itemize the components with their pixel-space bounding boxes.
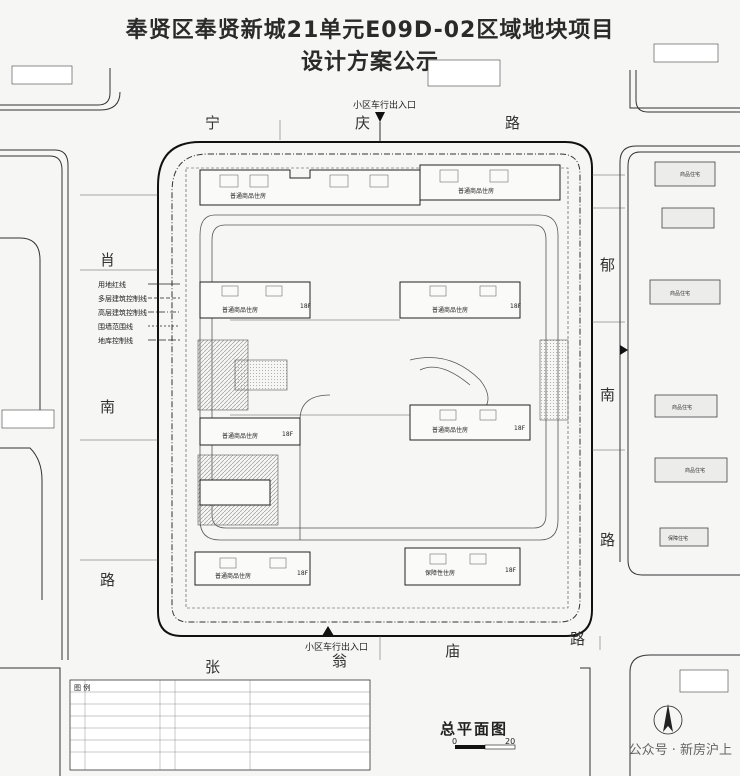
- scale-label-20: 20: [505, 737, 515, 746]
- legend-item-1: 用地红线: [98, 280, 126, 289]
- road-south-2: 翁: [332, 652, 347, 670]
- watermark: 公众号 · 新房沪上: [628, 743, 732, 758]
- east-label-2: 商品住宅: [670, 290, 690, 297]
- building-floors-3: 18F: [300, 303, 312, 310]
- building-north-1: [199, 169, 421, 206]
- road-west-2: 南: [100, 398, 115, 416]
- east-arrow-icon: [620, 345, 628, 355]
- building-floors-7: 18F: [297, 570, 309, 577]
- building-north-2: [419, 164, 561, 201]
- title-line-2: 设计方案公示: [300, 50, 439, 75]
- buildings: [194, 164, 561, 586]
- hatched-areas: [197, 339, 569, 526]
- road-north-1: 宁: [205, 114, 220, 132]
- building-floors-4: 18F: [510, 303, 522, 310]
- building-label-1: 普通商品住房: [230, 192, 266, 200]
- scale-label-0: 0: [452, 737, 457, 746]
- surrounding-parcels: [0, 68, 740, 776]
- building-floors-6: 18F: [514, 425, 526, 432]
- north-entrance-marker: [375, 112, 385, 142]
- road-west-3: 路: [100, 571, 115, 589]
- building-floors-8: 18F: [505, 567, 517, 574]
- building-south-1: [194, 551, 311, 586]
- title-line-1: 奉贤区奉贤新城21单元E09D-02区域地块项目: [125, 18, 615, 43]
- road-south-3: 庙: [445, 642, 460, 660]
- building-label-5: 普通商品住房: [222, 432, 258, 440]
- building-west-3: [199, 479, 271, 506]
- road-east-1: 郁: [600, 256, 615, 274]
- south-entrance-label: 小区车行出入口: [305, 641, 368, 653]
- building-label-6: 普通商品住房: [432, 426, 468, 434]
- building-mid-west-1: [199, 281, 311, 319]
- east-label-1: 商品住宅: [680, 171, 700, 178]
- scale-bar: [455, 744, 516, 750]
- road-west-1: 肖: [100, 251, 115, 269]
- road-north-2: 庆: [355, 114, 370, 132]
- legend-leaders: [148, 283, 180, 341]
- building-label-7: 普通商品住房: [215, 572, 251, 580]
- legend-item-3: 高层建筑控制线: [98, 308, 147, 317]
- east-label-3: 商品住宅: [672, 404, 692, 411]
- building-label-4: 普通商品住房: [432, 306, 468, 314]
- plan-title: 总平面图: [440, 720, 509, 738]
- building-east-2: [409, 404, 531, 441]
- east-label-5: 保障住宅: [668, 535, 688, 542]
- legend-item-2: 多层建筑控制线: [98, 294, 147, 303]
- building-details: [219, 169, 509, 569]
- building-floors-5: 18F: [282, 431, 294, 438]
- building-label-2: 普通商品住房: [458, 187, 494, 195]
- road-east-2: 南: [600, 386, 615, 404]
- building-label-8: 保障性住房: [425, 569, 455, 577]
- north-entrance-label: 小区车行出入口: [353, 99, 416, 111]
- road-south-1: 张: [205, 658, 220, 676]
- south-entrance-marker: [322, 626, 334, 636]
- road-north-3: 路: [505, 114, 520, 132]
- reference-tables: [1, 43, 729, 693]
- east-neighbour-buildings: [649, 161, 728, 547]
- site-boundary: [157, 141, 593, 637]
- legend-box-title: 图 例: [74, 683, 90, 692]
- road-south-4: 路: [570, 630, 585, 648]
- north-arrow-icon: [653, 704, 683, 735]
- legend-item-4: 围墙范围线: [98, 322, 133, 331]
- building-south-2: [404, 547, 521, 586]
- east-label-4: 商品住宅: [685, 467, 705, 474]
- building-label-3: 普通商品住房: [222, 306, 258, 314]
- legend-item-5: 地库控制线: [98, 336, 133, 345]
- legend-box: [69, 679, 371, 771]
- road-east-3: 路: [600, 531, 615, 549]
- building-west-2: [199, 417, 301, 446]
